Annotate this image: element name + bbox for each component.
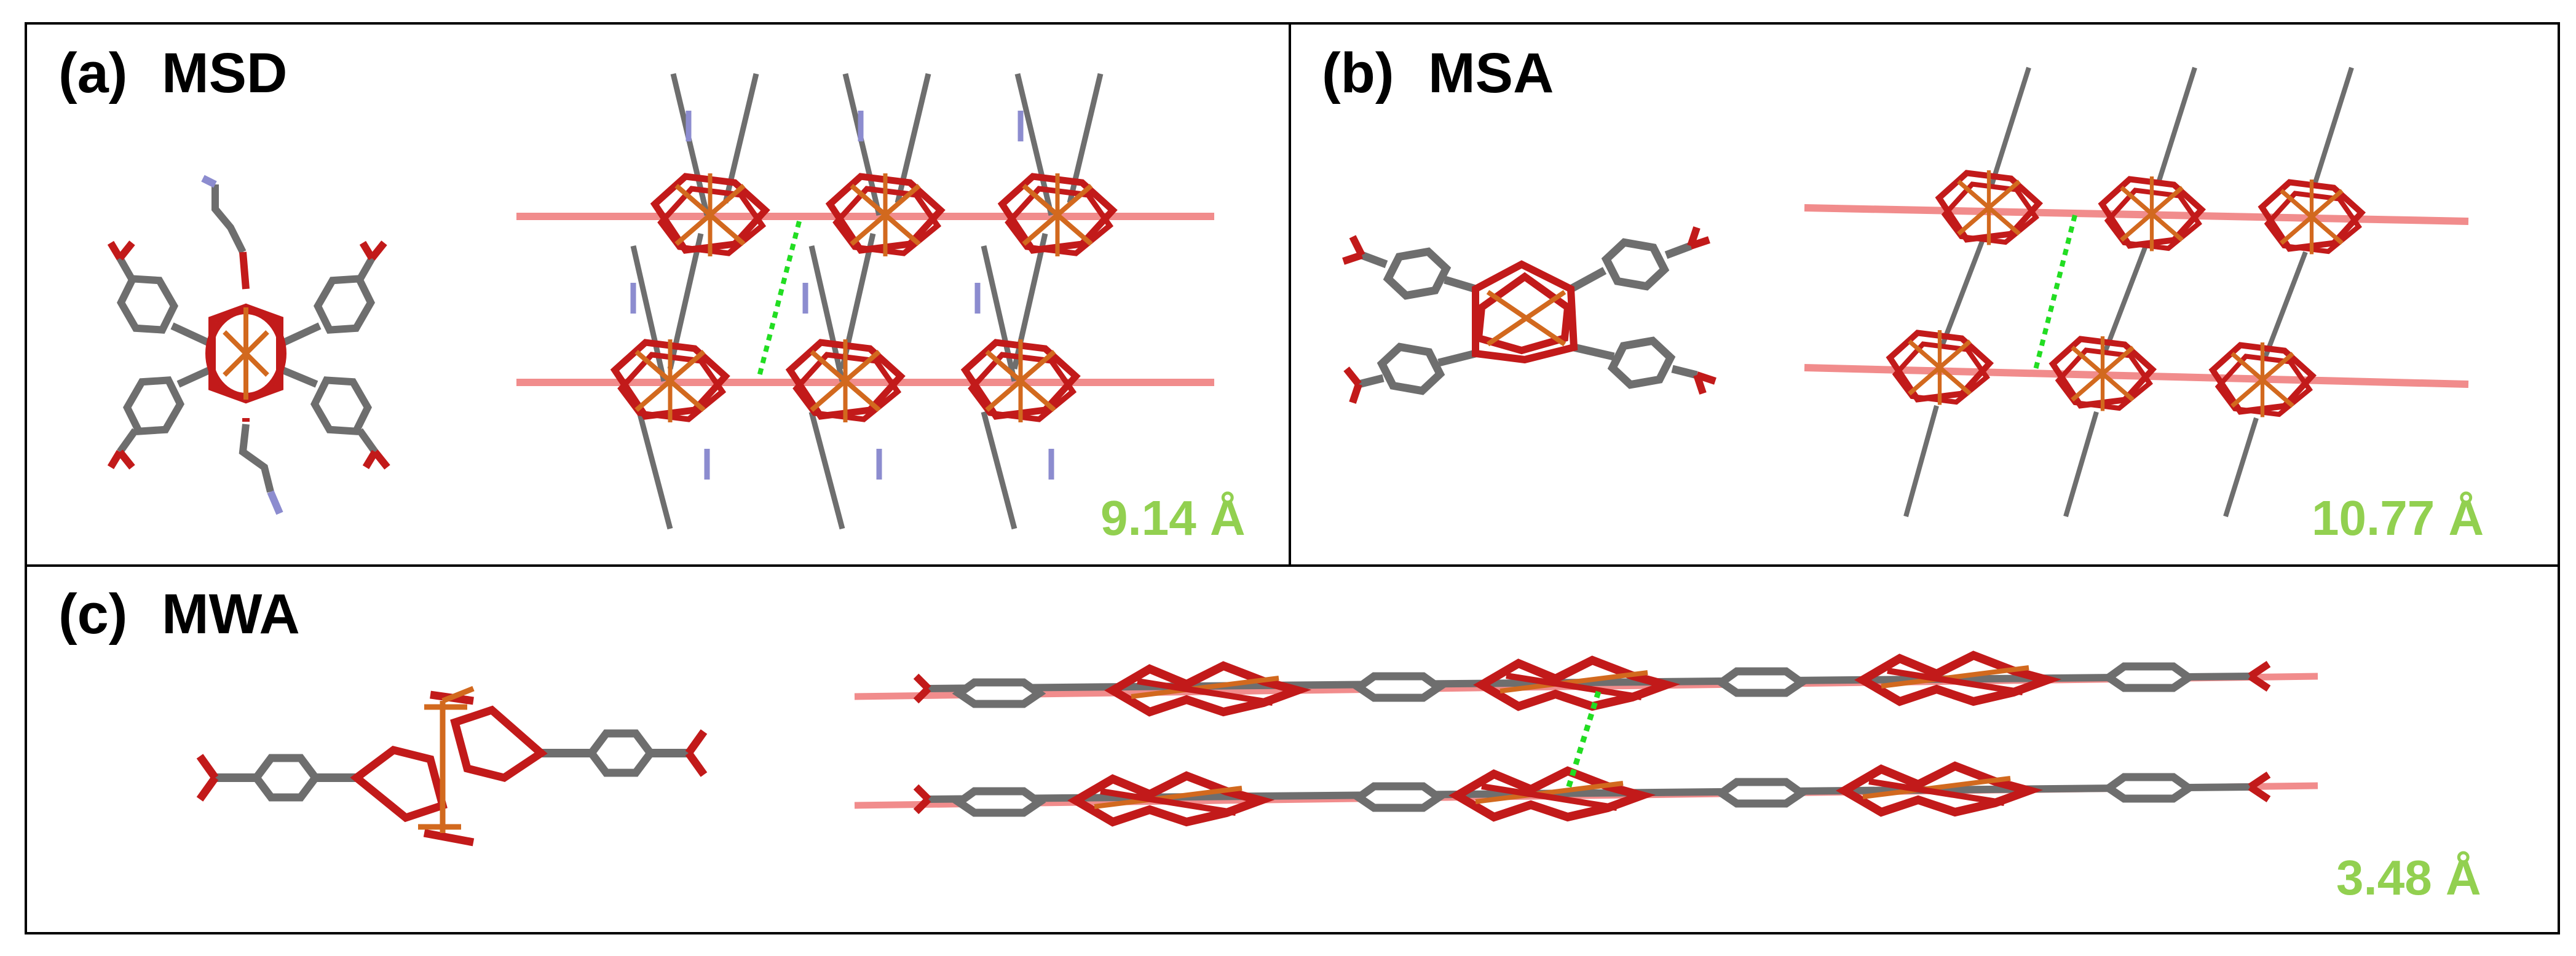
panel-c-distance: 3.48 Å: [2336, 850, 2481, 905]
panel-c: (c) MWA: [58, 583, 2481, 905]
panel-b: (b) MSA: [1322, 42, 2484, 545]
panel-a: (a) MSD: [58, 42, 1246, 545]
svg-text:(c) MWA: (c) MWA: [58, 583, 300, 646]
mwa-molecule: [196, 685, 708, 847]
panel-borders: [25, 22, 2560, 934]
msd-molecule: [107, 175, 390, 515]
panel-b-tag: (b): [1322, 42, 1394, 105]
msa-framework: [1804, 66, 2469, 518]
panel-b-distance: 10.77 Å: [2312, 491, 2484, 545]
msa-molecule: [1342, 226, 1717, 404]
panel-c-name: MWA: [162, 583, 300, 646]
msa-interlayer-distance: [2033, 215, 2077, 373]
msd-framework: [516, 73, 1214, 530]
panel-a-tag: (a): [58, 42, 127, 105]
panel-a-name: MSD: [162, 42, 287, 105]
panel-c-tag: (c): [58, 583, 127, 646]
panel-a-distance: 9.14 Å: [1100, 491, 1246, 545]
panel-b-name: MSA: [1428, 42, 1554, 105]
svg-text:(a) MSD: (a) MSD: [58, 42, 287, 105]
mwa-interlayer-distance: [1565, 690, 1602, 791]
msd-interlayer-distance: [757, 221, 802, 377]
svg-text:(b) MSA: (b) MSA: [1322, 42, 1554, 105]
mwa-framework: [854, 655, 2318, 822]
